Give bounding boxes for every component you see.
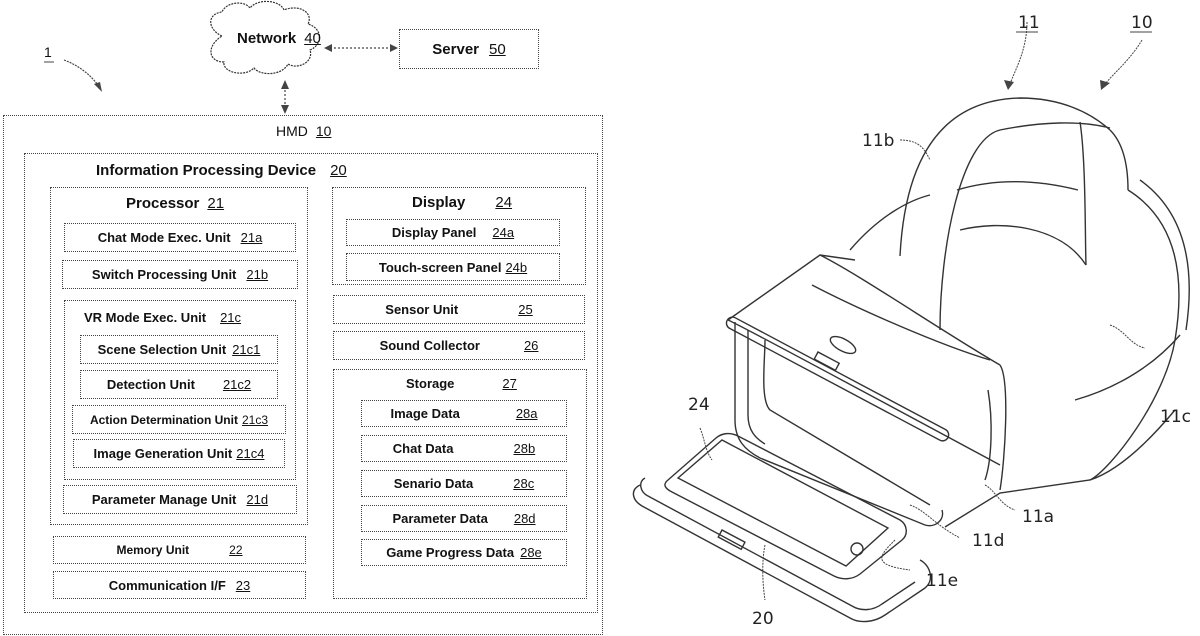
touch-screen-panel-label: Touch-screen Panel — [379, 260, 502, 275]
storage-item: Senario Data 28c — [361, 470, 567, 497]
server-ref: 50 — [489, 41, 506, 58]
hmd-illustration — [633, 98, 1189, 622]
storage-ref: 27 — [502, 376, 516, 391]
storage-item-label: Game Progress Data — [386, 545, 514, 560]
chat-mode-unit-ref: 21a — [241, 230, 263, 245]
chat-mode-unit-box: Chat Mode Exec. Unit 21a — [64, 223, 296, 252]
chat-mode-unit-label: Chat Mode Exec. Unit — [98, 230, 231, 245]
parameter-manage-unit-box: Parameter Manage Unit 21d — [63, 485, 297, 514]
storage-item-label: Senario Data — [394, 476, 473, 491]
storage-item-ref: 28c — [513, 476, 534, 491]
storage-item: Image Data 28a — [361, 400, 567, 427]
storage-item: Parameter Data 28d — [361, 505, 567, 532]
communication-if-ref: 23 — [236, 578, 250, 593]
sensor-unit-ref: 25 — [518, 302, 532, 317]
image-generation-unit-ref: 21c4 — [236, 446, 264, 461]
processor-ref: 21 — [207, 195, 224, 212]
detection-unit-label: Detection Unit — [107, 377, 195, 392]
detection-unit-ref: 21c2 — [223, 377, 251, 392]
label-device: 20 — [752, 609, 774, 629]
memory-unit-label: Memory Unit — [116, 543, 189, 557]
side-strap — [850, 195, 930, 250]
processor-title: Processor 21 — [126, 195, 224, 212]
sound-collector-box: Sound Collector 26 — [333, 331, 585, 360]
image-generation-unit-box: Image Generation Unit21c4 — [73, 439, 285, 468]
storage-item-label: Chat Data — [393, 441, 454, 456]
storage-label: Storage — [406, 376, 454, 391]
storage-item-label: Image Data — [390, 406, 459, 421]
storage-item: Chat Data 28b — [361, 435, 567, 462]
memory-unit-box: Memory Unit 22 — [53, 536, 306, 564]
action-determination-unit-label: Action Determination Unit — [90, 413, 238, 427]
network-label: Network — [237, 30, 296, 47]
network-node: Network 40 — [237, 30, 321, 47]
touch-screen-panel-ref: 24b — [505, 260, 527, 275]
label-front-body: 11a — [1022, 507, 1054, 527]
hmd-label: HMD — [276, 123, 308, 139]
display-panel-box: Display Panel 24a — [346, 219, 560, 246]
sound-collector-label: Sound Collector — [380, 338, 480, 353]
storage-item-label: Parameter Data — [392, 511, 487, 526]
parameter-manage-unit-label: Parameter Manage Unit — [92, 492, 237, 507]
top-strap — [900, 98, 1110, 256]
vr-mode-unit-label: VR Mode Exec. Unit — [84, 310, 206, 325]
front-body — [728, 255, 855, 320]
processor-label: Processor — [126, 195, 199, 212]
hmd-title: HMD 10 — [276, 123, 331, 139]
label-hmd-assembly: 10 — [1131, 13, 1153, 33]
server-box: Server 50 — [399, 29, 539, 69]
sensor-unit-box: Sensor Unit 25 — [333, 295, 585, 324]
memory-unit-ref: 22 — [229, 543, 242, 557]
system-ref-text: 1 — [44, 44, 52, 60]
label-screen: 24 — [688, 395, 710, 415]
sound-collector-ref: 26 — [524, 338, 538, 353]
detection-unit-box: Detection Unit 21c2 — [80, 370, 278, 399]
ipd-ref: 20 — [330, 162, 347, 179]
storage-item-ref: 28a — [516, 406, 538, 421]
storage-item-ref: 28e — [520, 545, 542, 560]
label-tray: 11e — [926, 571, 958, 591]
switch-processing-unit-box: Switch Processing Unit 21b — [62, 260, 298, 289]
image-generation-unit-label: Image Generation Unit — [94, 446, 233, 461]
hmd-ref: 10 — [316, 123, 332, 139]
switch-processing-unit-ref: 21b — [246, 267, 268, 282]
storage-item-ref: 28b — [513, 441, 535, 456]
touch-screen-panel-box: Touch-screen Panel24b — [346, 253, 560, 281]
storage-title: Storage 27 — [406, 376, 517, 391]
scene-selection-unit-box: Scene Selection Unit 21c1 — [80, 335, 278, 364]
vr-mode-unit-ref: 21c — [220, 310, 241, 325]
communication-if-box: Communication I/F 23 — [53, 571, 306, 599]
label-top-strap: 11b — [862, 131, 894, 151]
label-headset: 11 — [1018, 13, 1040, 33]
device-phone — [665, 434, 906, 579]
network-ref: 40 — [304, 30, 321, 47]
display-title: Display 24 — [412, 194, 512, 211]
system-ref: 1 — [44, 44, 52, 60]
storage-item-ref: 28d — [514, 511, 536, 526]
display-panel-label: Display Panel — [392, 225, 477, 240]
display-label: Display — [412, 194, 465, 211]
scene-selection-unit-ref: 21c1 — [232, 342, 260, 357]
scene-selection-unit-label: Scene Selection Unit — [98, 342, 227, 357]
action-determination-unit-box: Action Determination Unit 21c3 — [72, 405, 286, 434]
server-label: Server — [432, 41, 479, 58]
parameter-manage-unit-ref: 21d — [246, 492, 268, 507]
label-side-strap: 11c — [1160, 407, 1191, 427]
display-panel-ref: 24a — [492, 225, 514, 240]
storage-item: Game Progress Data 28e — [361, 539, 567, 566]
label-opening: 11d — [972, 531, 1004, 551]
communication-if-label: Communication I/F — [109, 578, 226, 593]
display-ref: 24 — [495, 194, 512, 211]
action-determination-unit-ref: 21c3 — [242, 413, 268, 427]
ipd-title: Information Processing Device 20 — [96, 162, 347, 179]
switch-processing-unit-label: Switch Processing Unit — [92, 267, 236, 282]
sensor-unit-label: Sensor Unit — [385, 302, 458, 317]
ipd-label: Information Processing Device — [96, 162, 316, 179]
vr-mode-unit-title: VR Mode Exec. Unit 21c — [84, 310, 241, 325]
